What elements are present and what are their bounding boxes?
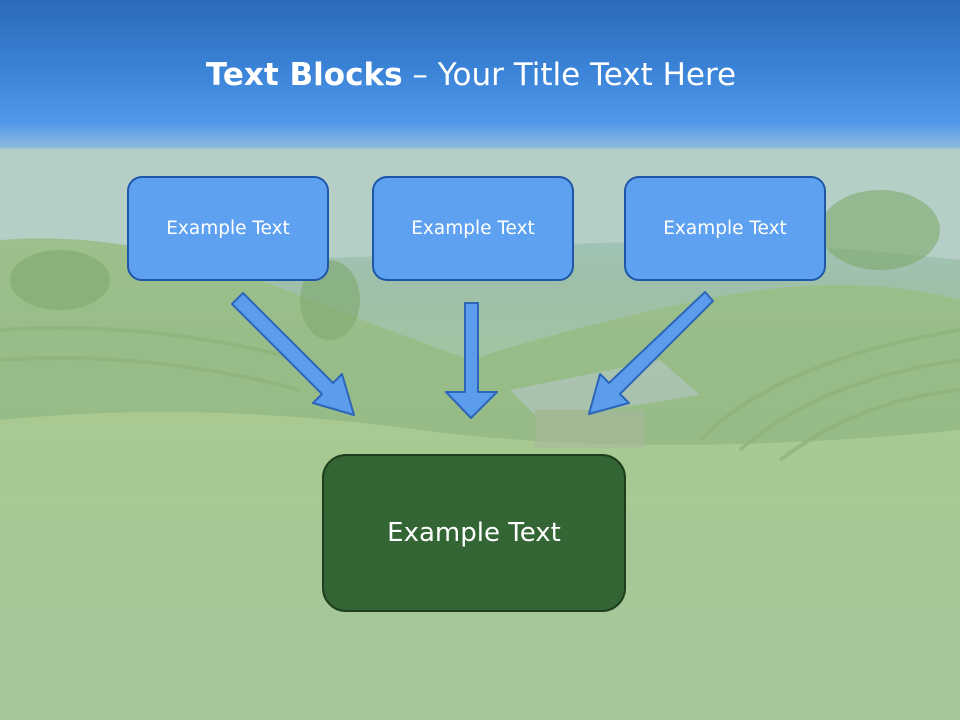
- arrow-right: [588, 291, 714, 415]
- title-dash: –: [412, 57, 428, 93]
- title-bold: Text Blocks: [205, 57, 403, 93]
- title-rest: Your Title Text Here: [437, 57, 737, 93]
- text-block-2[interactable]: Example Text: [372, 176, 574, 281]
- target-text-block[interactable]: Example Text: [322, 454, 626, 612]
- text-block-3[interactable]: Example Text: [624, 176, 826, 281]
- text-block-1[interactable]: Example Text: [127, 176, 329, 281]
- arrow-center: [445, 302, 498, 419]
- title-bar: [0, 0, 960, 148]
- slide-title: Text Blocks – Your Title Text Here: [0, 52, 942, 98]
- arrow-left: [231, 292, 355, 416]
